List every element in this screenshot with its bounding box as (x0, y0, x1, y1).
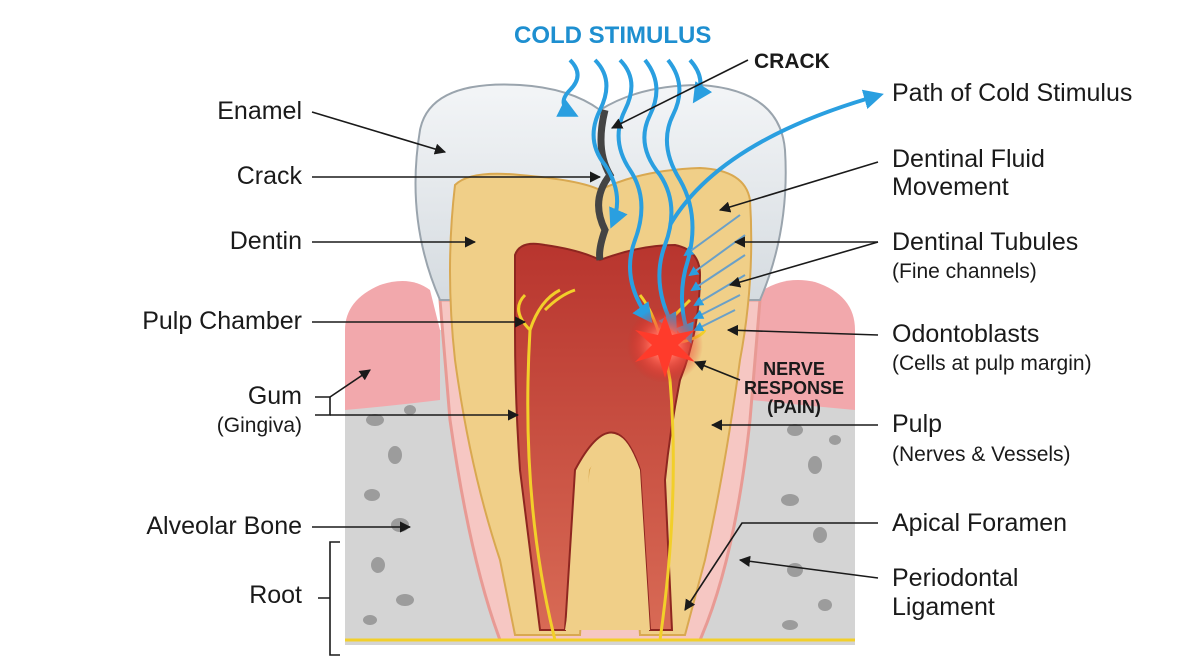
label-alveolar-bone: Alveolar Bone (146, 512, 302, 540)
label-periodontal-2: Ligament (892, 593, 995, 621)
label-dentinal-tubules-sub: (Fine channels) (892, 260, 1037, 283)
label-dentinal-fluid-1: Dentinal Fluid (892, 145, 1045, 173)
gum-bracket (315, 396, 331, 416)
cold-stimulus-title: COLD STIMULUS (514, 22, 712, 49)
root-bracket (318, 541, 340, 656)
label-dentin: Dentin (229, 227, 302, 255)
label-dentinal-tubules: Dentinal Tubules (892, 228, 1079, 256)
nerve-response-label: NERVE RESPONSE (PAIN) (738, 360, 850, 417)
crack-title: CRACK (754, 50, 830, 73)
leader-lines (311, 59, 879, 611)
label-apical-foramen: Apical Foramen (892, 509, 1068, 537)
nerve-burst (627, 307, 703, 383)
label-root: Root (249, 581, 302, 609)
label-gum-sub: (Gingiva) (216, 414, 302, 437)
label-odontoblasts-sub: (Cells at pulp margin) (892, 352, 1092, 375)
label-path-of-cold: Path of Cold Stimulus (892, 79, 1133, 107)
nerve-response-line1: NERVE (763, 359, 825, 379)
label-dentinal-fluid-2: Movement (892, 173, 1009, 201)
cold-stimulus-waves (556, 58, 713, 344)
label-periodontal-1: Periodontal (892, 564, 1019, 592)
path-of-cold-arrow (668, 89, 884, 227)
label-pulp-chamber: Pulp Chamber (142, 307, 302, 335)
label-gum: Gum (247, 382, 302, 410)
label-pulp: Pulp (892, 410, 943, 438)
nerve-response-line3: (PAIN) (767, 396, 821, 417)
label-odontoblasts: Odontoblasts (892, 320, 1040, 348)
label-pulp-sub: (Nerves & Vessels) (892, 443, 1071, 466)
crack-line (595, 109, 615, 261)
nerve-response-line2: RESPONSE (743, 377, 845, 398)
label-crack: Crack (236, 162, 302, 190)
label-enamel: Enamel (217, 97, 302, 125)
nerve-response-pointer (693, 360, 741, 381)
